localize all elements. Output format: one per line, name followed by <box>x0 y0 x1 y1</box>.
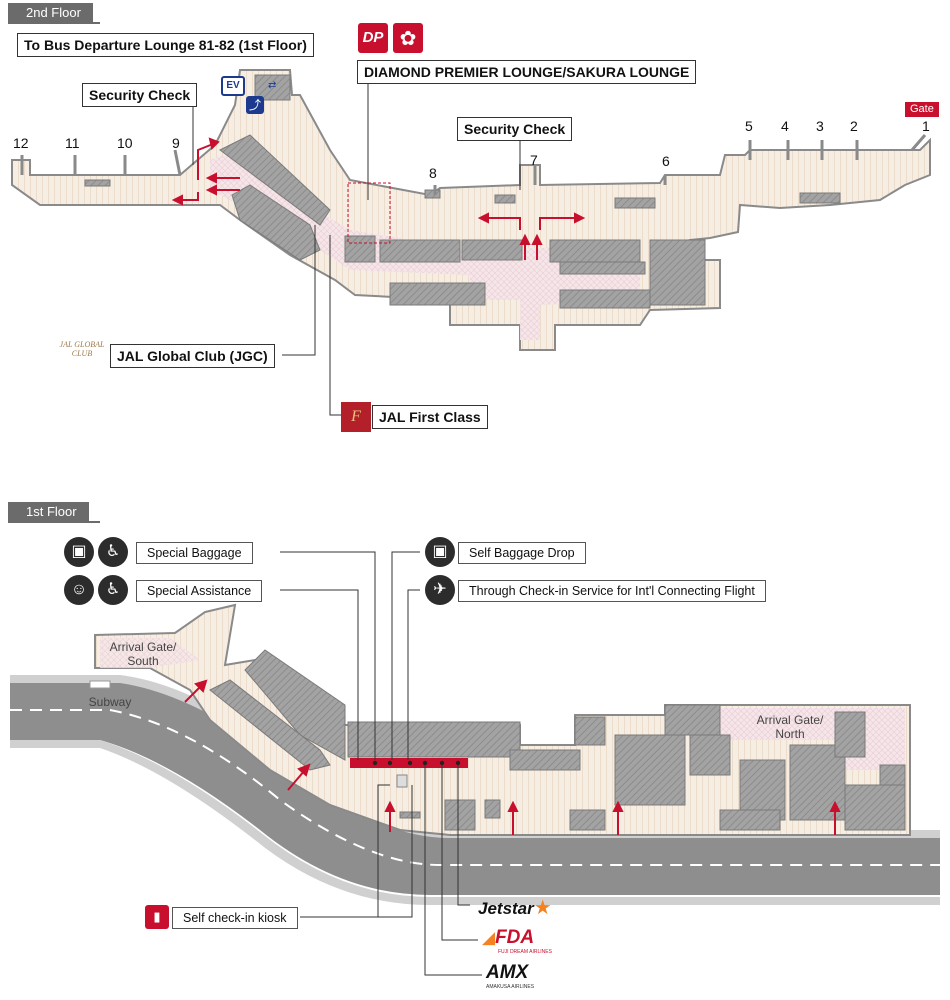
subway-label: Subway <box>88 695 132 709</box>
floor-1-rule <box>8 521 100 523</box>
gate-7: 7 <box>530 152 538 168</box>
amx-logo: AMX AMAKUSA AIRLINES <box>486 962 534 990</box>
gate-10: 10 <box>117 135 133 151</box>
self-baggage-icon: ▣ <box>425 537 455 567</box>
fda-text: FDA <box>495 927 535 948</box>
stroller-icon: ♿ <box>98 537 128 567</box>
gate-5: 5 <box>745 118 753 134</box>
through-checkin-icon: ✈ <box>425 575 455 605</box>
gate-2: 2 <box>850 118 858 134</box>
first-class-icon: F <box>341 402 371 432</box>
floor-2-tag: 2nd Floor <box>8 3 93 23</box>
bus-lounge-label: To Bus Departure Lounge 81-82 (1st Floor… <box>17 33 314 57</box>
first-class-label: JAL First Class <box>372 405 488 429</box>
fda-sub: FUJI DREAM AIRLINES <box>498 949 552 955</box>
jetstar-logo: Jetstar★ <box>478 895 552 920</box>
star-icon: ★ <box>533 897 552 919</box>
escalator-icon: ⤴ <box>246 96 264 114</box>
gate-1: 1 <box>922 118 930 134</box>
kiosk-icon: ▮ <box>145 905 169 929</box>
security-check-left-label: Security Check <box>82 83 198 107</box>
amx-text: AMX <box>486 962 529 983</box>
jgc-logo-icon: JAL GLOBAL CLUB <box>59 340 105 358</box>
gate-4: 4 <box>781 118 789 134</box>
diamond-lounge-icon: DP <box>358 23 388 53</box>
gate-9: 9 <box>172 135 180 151</box>
jgc-label: JAL Global Club (JGC) <box>110 344 275 368</box>
gate-3: 3 <box>816 118 824 134</box>
gate-11: 11 <box>65 135 80 151</box>
arrival-north-label: Arrival Gate/ North <box>756 713 824 741</box>
floor-2-rule <box>8 22 100 24</box>
floor-1-tag: 1st Floor <box>8 502 89 522</box>
special-baggage-label: Special Baggage <box>136 542 253 564</box>
gate-12: 12 <box>13 135 29 151</box>
gate-6: 6 <box>662 153 670 169</box>
direction-icon: ⇄ <box>268 80 277 91</box>
arrival-south-label: Arrival Gate/ South <box>109 640 177 668</box>
assistance-icon: ☺ <box>64 575 94 605</box>
sakura-lounge-icon: ✿ <box>393 23 423 53</box>
gate-badge: Gate <box>905 102 939 117</box>
self-checkin-kiosk-label: Self check-in kiosk <box>172 907 298 929</box>
fda-wing-icon: ◢ <box>482 928 496 947</box>
wheelchair-icon: ♿ <box>98 575 128 605</box>
concourse-2f <box>11 69 931 351</box>
ev-icon: EV <box>221 76 245 96</box>
self-baggage-drop-label: Self Baggage Drop <box>458 542 586 564</box>
gate-8: 8 <box>429 165 437 181</box>
fda-logo: ◢FDA FUJI DREAM AIRLINES <box>482 927 552 955</box>
through-checkin-label: Through Check-in Service for Int'l Conne… <box>458 580 766 602</box>
security-check-center-label: Security Check <box>457 117 573 141</box>
jetstar-text: Jetstar <box>478 899 534 918</box>
baggage-icon: ▣ <box>64 537 94 567</box>
amx-sub: AMAKUSA AIRLINES <box>486 984 535 990</box>
diamond-lounge-label: DIAMOND PREMIER LOUNGE/SAKURA LOUNGE <box>357 60 697 84</box>
special-assistance-label: Special Assistance <box>136 580 263 602</box>
